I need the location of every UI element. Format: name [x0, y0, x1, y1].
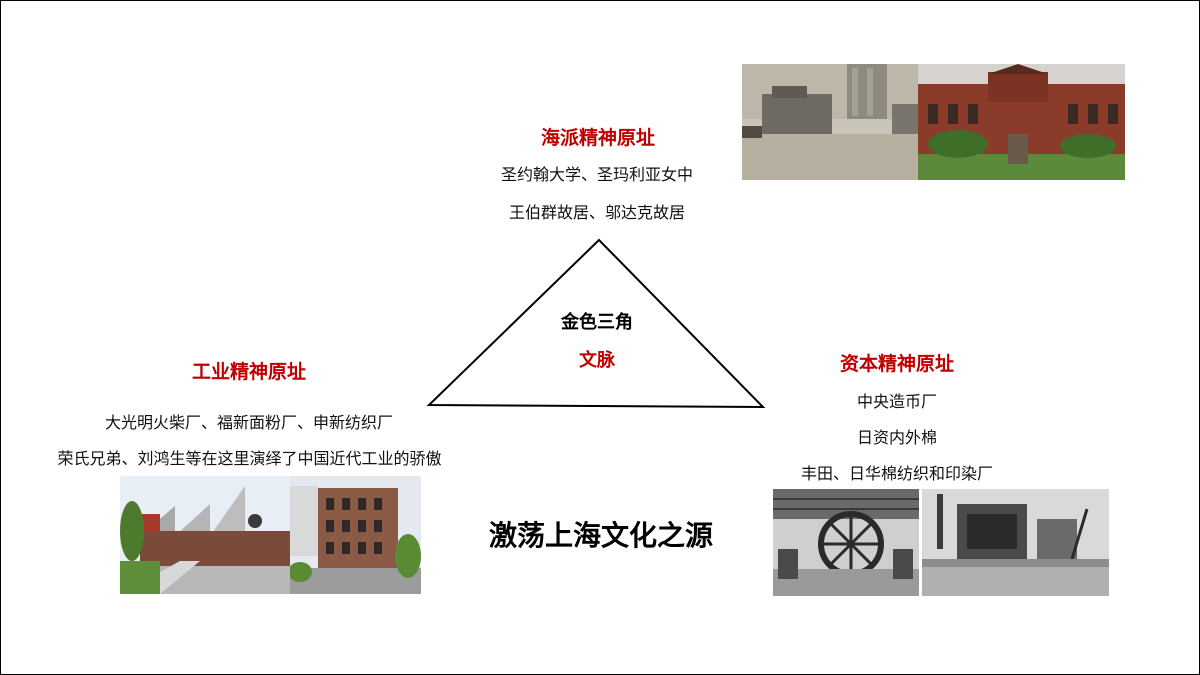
- photo-brick-building: [290, 476, 421, 594]
- top-line-residences: 王伯群故居、邬达克故居: [508, 203, 685, 222]
- heading-haipai-spirit: 海派精神原址: [540, 127, 655, 149]
- right-line-textile-dyeing: 丰田、日华棉纺织和印染厂: [800, 464, 993, 483]
- photo-sawtooth-factory: [120, 476, 290, 594]
- triangle-label-wenmai: 文脉: [579, 350, 615, 371]
- heading-capital-spirit: 资本精神原址: [839, 353, 954, 375]
- slogan: 激荡上海文化之源: [488, 519, 713, 552]
- heading-industrial-spirit: 工业精神原址: [191, 361, 306, 383]
- left-line-factories: 大光明火柴厂、福新面粉厂、申新纺织厂: [104, 413, 393, 432]
- right-line-mint: 中央造币厂: [856, 392, 937, 411]
- triangle-label-golden: 金色三角: [561, 312, 633, 333]
- photo-historic-campus-sepia: [742, 64, 918, 180]
- photo-factory-flywheel-bw: [773, 489, 919, 596]
- photo-waterfront-mill-bw: [922, 489, 1109, 596]
- golden-triangle: [426, 238, 766, 409]
- top-line-schools: 圣约翰大学、圣玛利亚女中: [500, 165, 693, 184]
- left-line-industry-pride: 荣氏兄弟、刘鸿生等在这里演绎了中国近代工业的骄傲: [57, 449, 442, 468]
- right-line-japanese-mill: 日资内外棉: [856, 428, 937, 447]
- photo-colonnade-building: [918, 64, 1125, 180]
